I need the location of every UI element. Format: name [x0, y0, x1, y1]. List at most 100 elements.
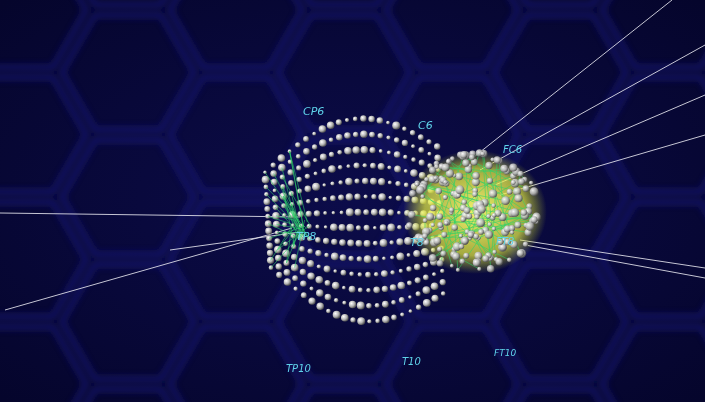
sensor-dot: [394, 137, 399, 142]
sensor-dot: [315, 225, 319, 229]
sensor-dot: [323, 211, 327, 215]
sensor-dot: [440, 269, 444, 273]
link-line: [443, 213, 498, 253]
sensor-dot: [317, 264, 321, 268]
sensor-dot: [443, 180, 449, 186]
sensor-dot: [349, 301, 356, 308]
link-line: [458, 230, 486, 270]
sensor-dot: [307, 260, 314, 267]
sensor-dot: [358, 288, 363, 293]
sensor-dot: [332, 211, 336, 215]
sensor-dot: [514, 221, 521, 228]
sensor-dot: [357, 302, 365, 310]
link-line: [442, 167, 489, 235]
sensor-dot: [339, 239, 346, 246]
hex-cell: [494, 15, 626, 129]
sensor-dot: [511, 180, 516, 185]
sensor-dot: [444, 221, 448, 225]
sensor-dot: [305, 174, 310, 179]
sensor-dot: [404, 169, 408, 173]
sensor-dot: [418, 134, 424, 140]
sensor-dot: [340, 254, 347, 261]
sensor-dot: [345, 118, 349, 122]
sensor-dot: [378, 133, 383, 138]
sensor-dot: [480, 152, 484, 156]
sensor-dot: [399, 269, 403, 273]
hex-cell: [170, 202, 302, 316]
sensor-dot: [382, 301, 389, 308]
electrode-label: TP8: [296, 231, 316, 242]
sensor-dot: [333, 311, 341, 319]
hex-cell: [386, 0, 518, 67]
sensor-dot: [322, 197, 327, 202]
sensor-dot: [300, 280, 306, 286]
sensor-dot: [276, 272, 282, 278]
electrode-label: FC6: [503, 145, 522, 155]
sensor-dot: [349, 286, 356, 293]
ray-line: [520, 240, 705, 268]
link-line: [454, 213, 478, 255]
sensor-dot: [473, 259, 481, 267]
sensor-dot: [378, 163, 385, 170]
sensor-dot: [341, 270, 347, 276]
sensor-dot: [354, 193, 360, 199]
sensor-dot: [328, 165, 336, 173]
sensor-dot: [330, 223, 338, 231]
sensor-dot: [299, 246, 305, 252]
sensor-dot: [418, 147, 424, 153]
sensor-dot: [324, 266, 331, 273]
sensor-dot: [494, 156, 501, 163]
sensor-dot: [312, 132, 316, 136]
link-line: [282, 168, 297, 228]
sensor-dot: [437, 222, 443, 228]
link-line: [420, 153, 479, 190]
sensor-dot: [322, 183, 326, 187]
sensor-dot: [346, 193, 353, 200]
sensor-dot: [330, 195, 336, 201]
sensor-dot: [363, 163, 367, 167]
hex-cell: [170, 0, 302, 67]
sensor-dot: [414, 181, 420, 187]
sensor-dot: [314, 210, 320, 216]
sensor-dot: [354, 179, 359, 184]
sensor-dot: [379, 209, 387, 217]
sensor-dot: [510, 208, 519, 217]
sensor-dot: [473, 258, 481, 266]
sensor-dot: [411, 157, 416, 162]
sensor-dot: [316, 303, 324, 311]
sensor-dot: [349, 271, 354, 276]
sensor-dot: [426, 139, 431, 144]
sensor-dot: [429, 254, 437, 262]
hex-cell: [62, 140, 194, 254]
sensor-dot: [291, 264, 299, 272]
sensor-dot: [511, 179, 520, 188]
sensor-dot: [513, 187, 521, 195]
hex-cell: [278, 15, 410, 129]
sensor-dot: [529, 181, 533, 185]
hex-cell: [62, 15, 194, 129]
sensor-dot: [276, 263, 282, 269]
sensor-dot: [380, 239, 388, 247]
sensor-dot: [303, 136, 309, 142]
sensor-dot: [387, 224, 395, 232]
sensor-dot: [378, 178, 385, 185]
hex-cell: [278, 265, 410, 379]
sensor-dot: [296, 154, 301, 159]
sensor-dot: [344, 147, 352, 155]
sensor-dot: [455, 172, 463, 180]
hex-cell: [170, 78, 302, 192]
sensor-dot: [423, 274, 429, 280]
sensor-dot: [332, 282, 340, 290]
sensor-dot: [264, 206, 270, 212]
sensor-dot: [442, 163, 450, 171]
sensor-dot: [347, 240, 354, 247]
sensor-dot: [531, 216, 538, 223]
sensor-dot: [265, 228, 272, 235]
white-rays: [0, 0, 705, 310]
sensor-dot: [409, 190, 416, 197]
sensor-dot: [350, 317, 355, 322]
electrode-label: CP6: [303, 106, 324, 117]
sensor-dot: [420, 194, 425, 199]
sensor-dot: [434, 143, 440, 149]
sensor-dot: [507, 257, 512, 262]
